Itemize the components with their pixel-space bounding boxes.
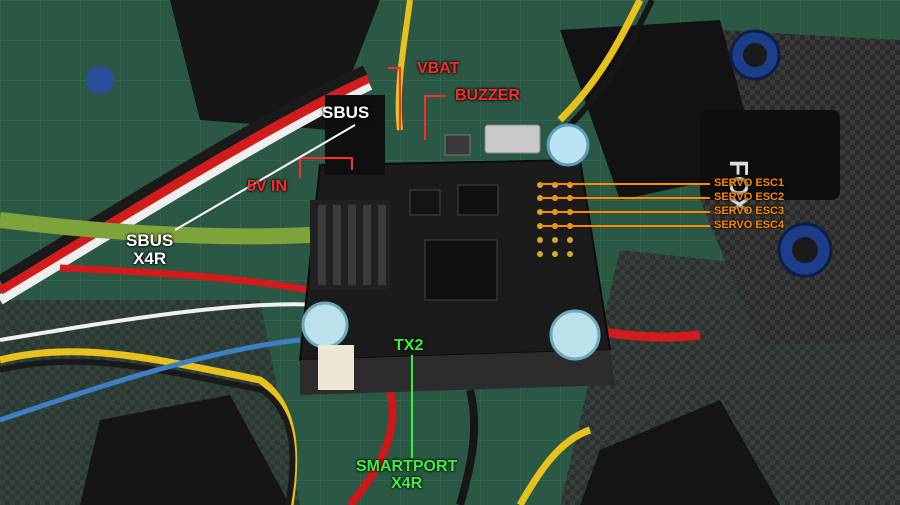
usb-connector (484, 124, 541, 154)
standoff-leg (318, 345, 354, 390)
red-wire-left (59, 264, 311, 294)
label-vbat: VBAT (417, 60, 460, 77)
standoff-top (546, 123, 590, 167)
label-smartport-line2: X4R (391, 474, 423, 492)
regulator-chip (409, 189, 441, 216)
pin-header-sbus (325, 95, 385, 175)
sensor-chip (457, 184, 499, 216)
pin-header-left (310, 200, 390, 290)
arm-mount-bottom-right (580, 400, 780, 505)
green-sleeve (0, 212, 311, 245)
receiver-box (700, 110, 840, 200)
esc-wire-red-bottom (346, 389, 397, 505)
label-sbus-x4r-line2: X4R (133, 248, 167, 268)
mcu-chip (424, 239, 498, 301)
label-tx2: TX2 (394, 337, 424, 354)
esc-wire-yellow-top (557, 0, 644, 123)
label-5v-in: 5V IN (247, 178, 288, 195)
blue-wire (0, 337, 301, 423)
arm-mount-bottom-left (80, 395, 290, 505)
servo-wire-white (0, 80, 373, 305)
label-smartport-line1: SMARTPORT (356, 458, 458, 475)
bottom-yellow-wire (516, 426, 592, 505)
label-servo-esc1: SERVO ESC1 (714, 177, 785, 189)
label-buzzer: BUZZER (455, 87, 520, 104)
label-smartport-x4r: SMARTPORT X4R (356, 458, 458, 493)
standoff-right (549, 309, 601, 361)
standoff-left (301, 301, 349, 349)
leader-lines (174, 67, 710, 458)
frame-screw-left (86, 66, 114, 94)
white-wire (0, 302, 321, 342)
vbat-wire (395, 0, 413, 131)
label-servo-esc3: SERVO ESC3 (714, 205, 785, 217)
esc-wire-black-bottom (456, 389, 479, 505)
svg-text:FOX: FOX (724, 160, 754, 214)
board-edge (300, 350, 615, 395)
label-sbus-x4r: SBUS X4R (126, 232, 173, 268)
label-servo-esc4: SERVO ESC4 (714, 219, 785, 231)
label-sbus-x4r-line1: SBUS (126, 231, 174, 250)
servo-wire-red (0, 73, 371, 295)
servo-wire-black (0, 65, 368, 285)
esc-wire-black-top (567, 0, 655, 128)
label-sbus: SBUS (322, 103, 370, 122)
label-servo-esc2: SERVO ESC2 (714, 191, 785, 203)
tactile-button (444, 134, 471, 156)
twisted-wire-black (0, 358, 296, 505)
